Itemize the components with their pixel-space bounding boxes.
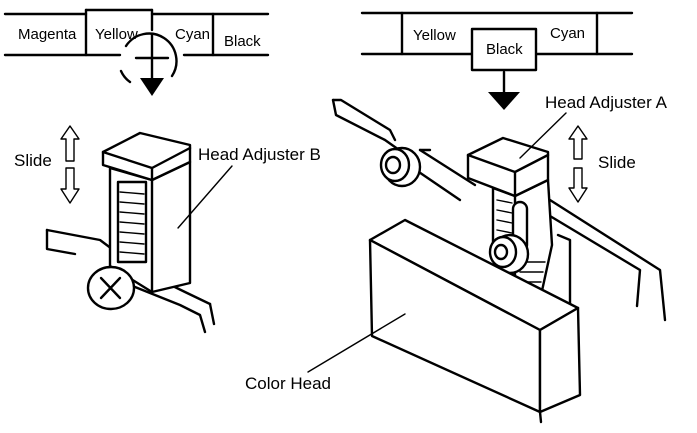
left-cell-yellow: Yellow [95,26,138,43]
left-slide-arrows-icon [60,125,80,204]
right-cell-yellow: Yellow [413,27,456,44]
right-down-arrow-icon [488,70,520,110]
right-color-strip: Yellow Black Cyan [360,11,634,72]
left-cell-cyan: Cyan [175,26,210,43]
down-arrow-icon [140,78,164,96]
head-adjuster-a-label: Head Adjuster A [545,93,668,112]
rotate-shift-icon [119,32,178,96]
right-slide-arrows-icon [568,125,588,203]
carriage-frame [331,98,667,322]
left-cell-magenta: Magenta [18,26,77,43]
color-head-label: Color Head [245,374,331,393]
head-adjuster-a [466,112,567,302]
left-color-strip: Magenta Yellow Cyan Black [3,8,270,57]
right-slide-label: Slide [598,153,636,172]
right-cell-black: Black [486,41,523,58]
left-slide-label: Slide [14,151,52,170]
head-adjuster-b [45,131,233,334]
left-cell-black: Black [224,33,261,50]
head-adjuster-b-label: Head Adjuster B [198,145,321,164]
right-cell-cyan: Cyan [550,25,585,42]
color-head [307,218,582,424]
